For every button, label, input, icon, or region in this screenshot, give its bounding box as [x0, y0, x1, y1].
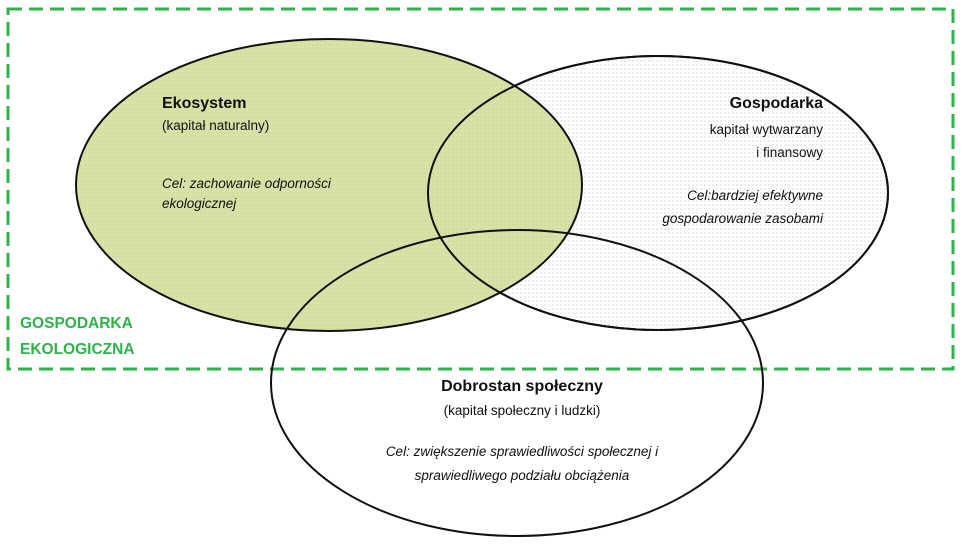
- wellbeing-goal-line2: sprawiedliwego podziału obciążenia: [414, 468, 630, 483]
- economy-title: Gospodarka: [729, 95, 823, 112]
- economy-goal-line2: gospodarowanie zasobami: [662, 211, 823, 226]
- economy-subtitle-line1: kapitał wytwarzany: [709, 122, 823, 137]
- green-economy-label: GOSPODARKA EKOLOGICZNA: [20, 311, 135, 362]
- green-economy-label-line1: GOSPODARKA: [20, 315, 133, 332]
- wellbeing-goal-line1: Cel: zwiększenie sprawiedliwości społecz…: [385, 444, 659, 459]
- ecosystem-goal-line2: ekologicznej: [162, 196, 237, 211]
- green-economy-label-line2: EKOLOGICZNA: [20, 340, 135, 358]
- ecosystem-subtitle: (kapitał naturalny): [162, 118, 270, 133]
- wellbeing-title: Dobrostan społeczny: [441, 378, 603, 395]
- economy-ellipse-outline: [427, 55, 889, 331]
- wellbeing-subtitle: (kapitał społeczny i ludzki): [443, 403, 601, 418]
- economy-subtitle-line2: i finansowy: [756, 145, 823, 160]
- green-economy-frame: [6, 7, 955, 371]
- economy-goal-line1: Cel:bardziej efektywne: [687, 188, 823, 203]
- social-wellbeing-ellipse: [270, 229, 764, 537]
- ecosystem-title: Ekosystem: [162, 95, 247, 112]
- ecosystem-goal-line1: Cel: zachowanie odporności: [162, 176, 331, 191]
